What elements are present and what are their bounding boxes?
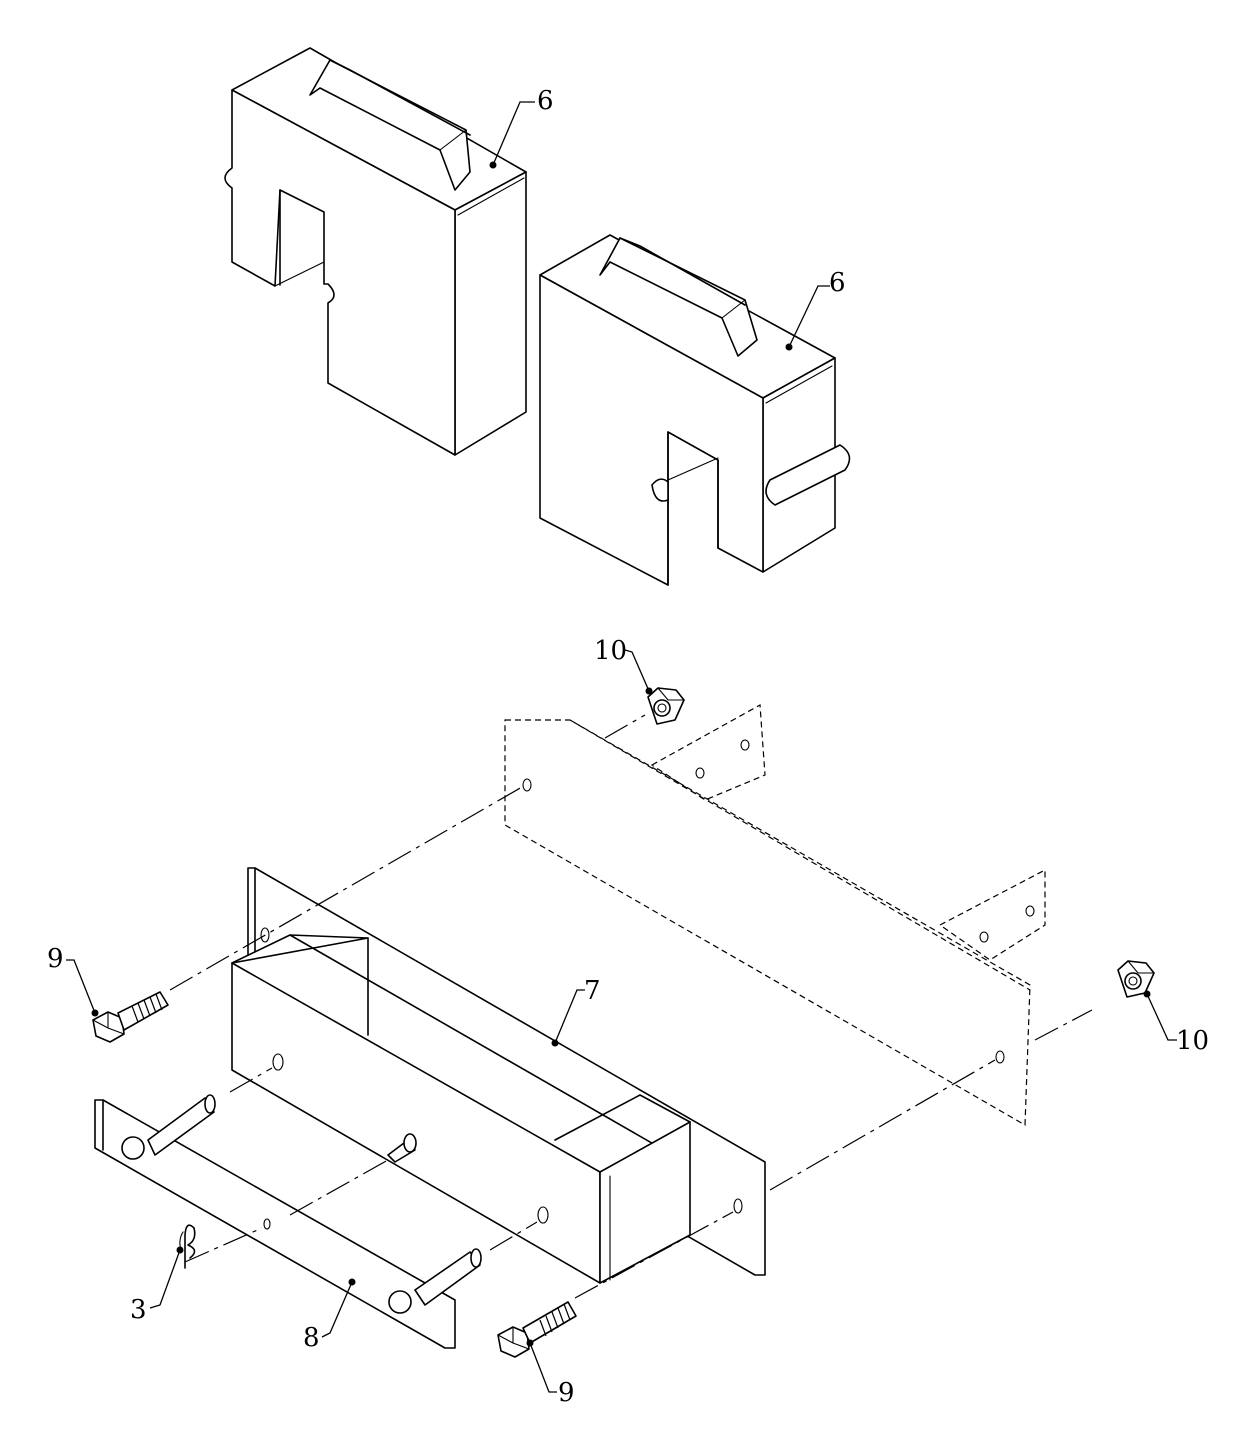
hex-bolt-bottom bbox=[497, 1301, 577, 1358]
mounting-bar-reference bbox=[504, 704, 1046, 1127]
svg-text:8: 8 bbox=[303, 1323, 320, 1353]
callout-bolt-bottom: 9 bbox=[526, 1339, 575, 1408]
callout-bracket: 7 bbox=[551, 976, 601, 1047]
callout-nut-right: 10 bbox=[1143, 990, 1209, 1056]
svg-text:7: 7 bbox=[584, 976, 601, 1006]
callout-bolt-left: 9 bbox=[47, 944, 99, 1017]
svg-text:10: 10 bbox=[1176, 1026, 1209, 1056]
svg-text:9: 9 bbox=[47, 944, 64, 974]
hex-nut-top bbox=[647, 687, 685, 725]
svg-text:3: 3 bbox=[130, 1295, 147, 1325]
callout-weight-upper: 6 bbox=[489, 86, 554, 169]
callout-nut-top: 10 bbox=[594, 636, 653, 695]
hex-nut-right bbox=[1117, 960, 1155, 998]
hex-bolt-left bbox=[92, 991, 169, 1043]
svg-text:10: 10 bbox=[594, 636, 627, 666]
svg-text:6: 6 bbox=[537, 86, 554, 116]
svg-text:6: 6 bbox=[829, 268, 846, 298]
weight-bracket bbox=[231, 867, 766, 1284]
assembly-center-lines bbox=[169, 714, 1093, 1299]
svg-text:9: 9 bbox=[558, 1378, 575, 1408]
callout-hair-pin: 3 bbox=[130, 1246, 184, 1325]
suitcase-weight-lower bbox=[539, 234, 851, 586]
callout-weight-lower: 6 bbox=[785, 268, 846, 351]
pin-plate bbox=[94, 1094, 482, 1349]
suitcase-weight-upper bbox=[224, 47, 527, 456]
callout-pin-plate: 8 bbox=[303, 1278, 356, 1353]
